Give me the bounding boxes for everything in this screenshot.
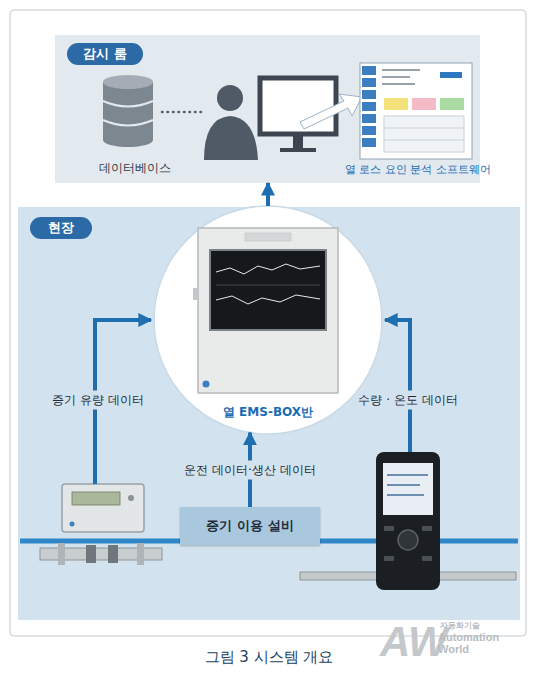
watermark-text: Automation World [438,631,508,655]
watermark-logo: AW [380,618,448,666]
icon-label: 열 로스 요인 분석 소프트웨어 [343,162,493,177]
equipment-box: 증기 이용 설비 [180,507,320,545]
watermark-text: 자동화기술 [440,620,480,631]
circle-outline [153,205,383,435]
database-node: 데이터베이스 [85,77,185,177]
icon-label: 데이터베이스 [85,160,185,177]
outer-frame [10,10,526,636]
figure-caption: 그림 3 시스템 개요 [0,648,538,667]
panel-label: 열 EMS-BOX반 [153,404,383,421]
area-band: 현장열 EMS-BOX반증기 이용 설비 [18,207,520,620]
area-tab: 현장 [30,217,92,239]
ems-box-circle: 열 EMS-BOX반 [153,205,383,435]
box-label: 증기 이용 설비 [180,507,320,545]
area-band: 감시 룸데이터베이스열 로스 요인 분석 소프트웨어 [55,35,480,183]
area-tab: 감시 룸 [67,43,143,65]
data-flow-arrow [266,183,270,206]
software-node: 열 로스 요인 분석 소프트웨어 [343,63,493,177]
circle-shape [154,206,382,434]
